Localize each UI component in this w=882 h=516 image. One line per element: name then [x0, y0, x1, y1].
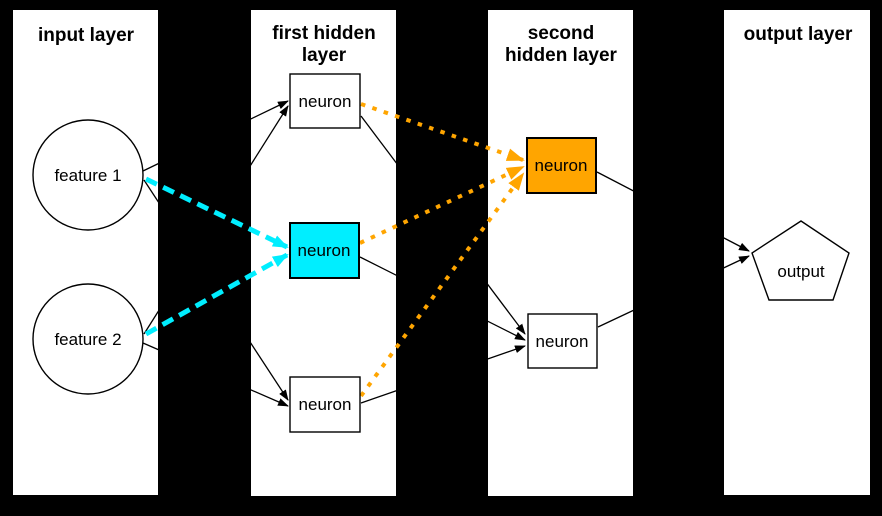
- first-hidden-layer-nodes: neuron neuron neuron: [289, 73, 361, 433]
- output-layer-nodes: output: [751, 220, 850, 301]
- edge-h1-top-to-h2-top-orange: [360, 102, 525, 162]
- edge-h1-bottom-to-h2-top-orange: [359, 172, 525, 398]
- node-feature-2-label: feature 2: [54, 330, 121, 349]
- edge-feature1-to-h1-bottom: [143, 179, 289, 401]
- node-h1-middle-neuron-highlighted: [289, 222, 360, 279]
- output-layer-title: output layer: [744, 24, 853, 45]
- node-h2-top-neuron-highlighted: [526, 137, 597, 194]
- second-hidden-layer-title-line2: hidden layer: [505, 45, 618, 66]
- input-layer-nodes: feature 1 feature 2: [32, 119, 144, 395]
- node-h1-middle-neuron-label: neuron: [298, 241, 351, 260]
- node-h1-top-neuron: [289, 73, 361, 129]
- node-h1-bottom-neuron-label: neuron: [299, 395, 352, 414]
- edges-hidden1-to-hidden2: [359, 115, 526, 404]
- edges-hidden2-to-output: [596, 171, 750, 328]
- input-layer-title: input layer: [38, 25, 135, 46]
- edge-feature2-to-h1-top: [143, 105, 289, 335]
- edge-feature1-to-h1-middle-cyan: [144, 176, 289, 250]
- node-feature-2: [32, 283, 144, 395]
- node-feature-1-label: feature 1: [54, 166, 121, 185]
- node-h1-bottom-neuron: [289, 376, 361, 433]
- edge-feature2-to-h1-bottom: [142, 342, 289, 407]
- node-output-pentagon: [751, 220, 850, 301]
- first-hidden-layer-title-line2: layer: [302, 45, 347, 66]
- edge-feature1-to-h1-top: [142, 100, 289, 172]
- edges-input-to-hidden1: [142, 100, 289, 407]
- edge-h2-bottom-to-output: [597, 255, 750, 328]
- node-h1-top-neuron-label: neuron: [299, 92, 352, 111]
- edges-hidden1-to-hidden2-highlighted: [359, 102, 525, 398]
- edge-h1-top-to-h2-bottom: [360, 115, 526, 335]
- edge-h2-top-to-output: [596, 171, 750, 252]
- node-h2-bottom-neuron-label: neuron: [536, 332, 589, 351]
- edge-feature2-to-h1-middle-cyan: [144, 252, 289, 337]
- second-hidden-layer-nodes: neuron neuron: [526, 137, 598, 369]
- panel-input-layer: [13, 10, 158, 495]
- node-h2-bottom-neuron: [527, 313, 598, 369]
- first-hidden-layer-title-line1: first hidden: [272, 23, 375, 44]
- node-h2-top-neuron-label: neuron: [535, 156, 588, 175]
- panel-second-hidden-layer: [488, 10, 633, 496]
- edges-input-to-hidden1-highlighted: [144, 176, 289, 337]
- edge-h1-bottom-to-h2-bottom: [360, 345, 526, 404]
- node-feature-1: [32, 119, 144, 231]
- edge-h1-middle-to-h2-bottom: [359, 256, 526, 341]
- node-output-label: output: [777, 262, 825, 281]
- second-hidden-layer-title-line1: second: [528, 23, 595, 44]
